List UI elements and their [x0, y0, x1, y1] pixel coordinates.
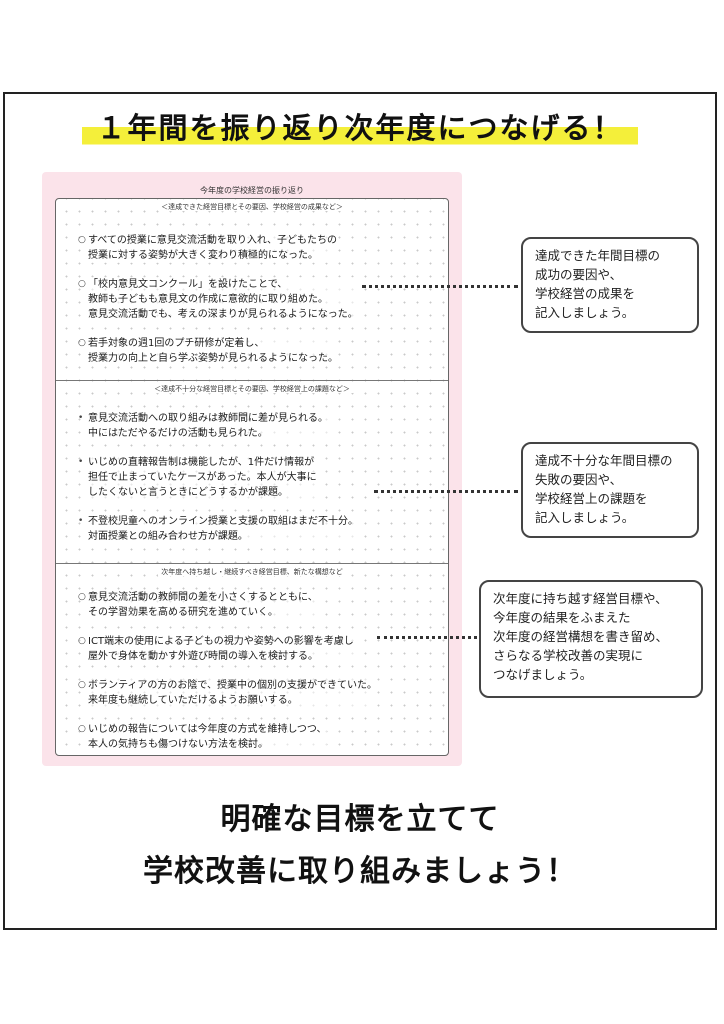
closing-line-2: 学校改善に取り組みましょう！	[143, 854, 577, 889]
callout-next-year: 次年度に持ち越す経営目標や、 今年度の結果をふまえた 次年度の経営構想を書き留め…	[479, 580, 703, 698]
callout-line: 失敗の要因や、	[535, 472, 623, 487]
item-line: いじめの直轄報告制は機能したが、1件だけ情報が	[88, 455, 317, 470]
section-heading: ＜達成不十分な経営目標とその要因、学校経営上の課題など＞	[151, 385, 353, 393]
headline-container: １年間を振り返り次年度につなげる！	[5, 106, 715, 148]
connector-dotted-line	[362, 285, 518, 288]
item-line: 教師も子どもも意見文の作成に意欲的に取り組めた。	[88, 292, 358, 307]
list-item: ○ 意見交流活動の教師間の差を小さくするとともに、 その学習効果を高める研究を進…	[78, 590, 436, 620]
list-item: • 意見交流活動への取り組みは教師間に差が見られる。 中にはただやるだけの活動も…	[78, 411, 436, 441]
callout-line: 成功の要因や、	[535, 267, 623, 282]
connector-dotted-line	[377, 636, 477, 639]
callout-line: 学校経営の成果を	[535, 286, 636, 301]
bullet-icon: ○	[78, 338, 86, 348]
poster-frame: １年間を振り返り次年度につなげる！ 今年度の学校経営の振り返り ＜達成できた経営…	[3, 92, 717, 930]
callout-line: 学校経営上の課題を	[535, 491, 648, 506]
item-line: 意見交流活動でも、考えの深まりが見られるようになった。	[88, 307, 358, 322]
reflection-worksheet: 今年度の学校経営の振り返り ＜達成できた経営目標とその要因、学校経営の成果など＞…	[55, 186, 449, 756]
section-next-year: 次年度へ持ち越し・継続すべき経営目標、新たな構想など ○ 意見交流活動の教師間の…	[56, 564, 448, 754]
list-item: • 不登校児童へのオンライン授業と支援の取組はまだ不十分。 対面授業との組み合わ…	[78, 514, 436, 544]
section-items: ○ 意見交流活動の教師間の差を小さくするとともに、 その学習効果を高める研究を進…	[78, 590, 436, 766]
bullet-icon: ○	[78, 279, 86, 289]
bullet-icon: ○	[78, 680, 86, 690]
item-line: 「校内意見文コンクール」を設けたことで、	[88, 277, 358, 292]
headline: １年間を振り返り次年度につなげる！	[82, 106, 638, 148]
bullet-icon: ○	[78, 636, 86, 646]
item-line: ICT端末の使用による子どもの視力や姿勢への影響を考慮し	[88, 634, 354, 649]
list-item: ○ ボランティアの方のお陰で、授業中の個別の支援ができていた。 来年度も継続して…	[78, 678, 436, 708]
bullet-icon: •	[78, 516, 84, 526]
connector-dotted-line	[374, 490, 518, 493]
callout-achievements: 達成できた年間目標の 成功の要因や、 学校経営の成果を 記入しましょう。	[521, 237, 699, 333]
list-item: ○ いじめの報告については今年度の方式を維持しつつ、 本人の気持ちも傷つけない方…	[78, 722, 436, 752]
section-issues: ＜達成不十分な経営目標とその要因、学校経営上の課題など＞ • 意見交流活動への取…	[56, 381, 448, 564]
item-line: 中にはただやるだけの活動も見られた。	[88, 426, 328, 441]
closing-line-1: 明確な目標を立てて	[220, 802, 500, 837]
section-heading-wrap: 次年度へ持ち越し・継続すべき経営目標、新たな構想など	[56, 567, 448, 577]
section-heading: ＜達成できた経営目標とその要因、学校経営の成果など＞	[158, 203, 346, 211]
section-items: • 意見交流活動への取り組みは教師間に差が見られる。 中にはただやるだけの活動も…	[78, 411, 436, 558]
callout-line: 次年度の経営構想を書き留め、	[493, 629, 669, 644]
item-line: 若手対象の週1回のプチ研修が定着し、	[88, 336, 338, 351]
list-item: ○ 若手対象の週1回のプチ研修が定着し、 授業力の向上と自ら学ぶ姿勢が見られるよ…	[78, 336, 436, 366]
item-line: ボランティアの方のお陰で、授業中の個別の支援ができていた。	[88, 678, 377, 693]
bullet-icon: ○	[78, 235, 86, 245]
section-items: ○ すべての授業に意見交流活動を取り入れ、子どもたちの 授業に対する姿勢が大きく…	[78, 233, 436, 380]
callout-line: 記入しましょう。	[535, 510, 635, 525]
callout-line: 達成不十分な年間目標の	[535, 453, 673, 468]
section-heading-wrap: ＜達成不十分な経営目標とその要因、学校経営上の課題など＞	[56, 384, 448, 394]
callout-line: つなげましょう。	[493, 667, 593, 682]
section-achievements: ＜達成できた経営目標とその要因、学校経営の成果など＞ ○ すべての授業に意見交流…	[56, 199, 448, 381]
callout-line: 今年度の結果をふまえた	[493, 610, 631, 625]
item-line: その学習効果を高める研究を進めていく。	[88, 605, 318, 620]
list-item: ○ 「校内意見文コンクール」を設けたことで、 教師も子どもも意見文の作成に意欲的…	[78, 277, 436, 322]
bullet-icon: ○	[78, 724, 86, 734]
item-line: 意見交流活動の教師間の差を小さくするとともに、	[88, 590, 318, 605]
item-line: 対面授業との組み合わせ方が課題。	[88, 529, 358, 544]
item-line: 授業に対する姿勢が大きく変わり積極的になった。	[88, 248, 337, 263]
item-line: 意見交流活動への取り組みは教師間に差が見られる。	[88, 411, 328, 426]
callout-issues: 達成不十分な年間目標の 失敗の要因や、 学校経営上の課題を 記入しましょう。	[521, 442, 699, 538]
callout-line: 次年度に持ち越す経営目標や、	[493, 591, 668, 606]
list-item: ○ すべての授業に意見交流活動を取り入れ、子どもたちの 授業に対する姿勢が大きく…	[78, 233, 436, 263]
bullet-icon: ○	[78, 592, 86, 602]
item-line: 本人の気持ちも傷つけない方法を検討。	[88, 737, 327, 752]
callout-line: さらなる学校改善の実現に	[493, 648, 644, 663]
callout-line: 達成できた年間目標の	[535, 248, 661, 263]
item-line: いじめの報告については今年度の方式を維持しつつ、	[88, 722, 327, 737]
item-line: 屋外で身体を動かす外遊び時間の導入を検討する。	[88, 649, 354, 664]
section-heading: 次年度へ持ち越し・継続すべき経営目標、新たな構想など	[158, 568, 346, 576]
list-item: ○ ICT端末の使用による子どもの視力や姿勢への影響を考慮し 屋外で身体を動かす…	[78, 634, 436, 664]
callout-line: 記入しましょう。	[535, 305, 635, 320]
section-heading-wrap: ＜達成できた経営目標とその要因、学校経営の成果など＞	[56, 202, 448, 212]
bullet-icon: •	[78, 413, 84, 423]
item-line: 来年度も継続していただけるようお願いする。	[88, 693, 377, 708]
item-line: 授業力の向上と自ら学ぶ姿勢が見られるようになった。	[88, 351, 338, 366]
item-line: すべての授業に意見交流活動を取り入れ、子どもたちの	[88, 233, 337, 248]
item-line: 担任で止まっていたケースがあった。本人が大事に	[88, 470, 317, 485]
closing-message: 明確な目標を立てて 学校改善に取り組みましょう！	[5, 794, 715, 898]
list-item: • いじめの直轄報告制は機能したが、1件だけ情報が 担任で止まっていたケースがあ…	[78, 455, 436, 500]
worksheet-title: 今年度の学校経営の振り返り	[196, 186, 308, 195]
item-line: したくないと言うときにどうするかが課題。	[88, 485, 317, 500]
item-line: 不登校児童へのオンライン授業と支援の取組はまだ不十分。	[88, 514, 358, 529]
bullet-icon: •	[78, 457, 84, 467]
worksheet-title-wrap: 今年度の学校経営の振り返り	[56, 185, 448, 197]
